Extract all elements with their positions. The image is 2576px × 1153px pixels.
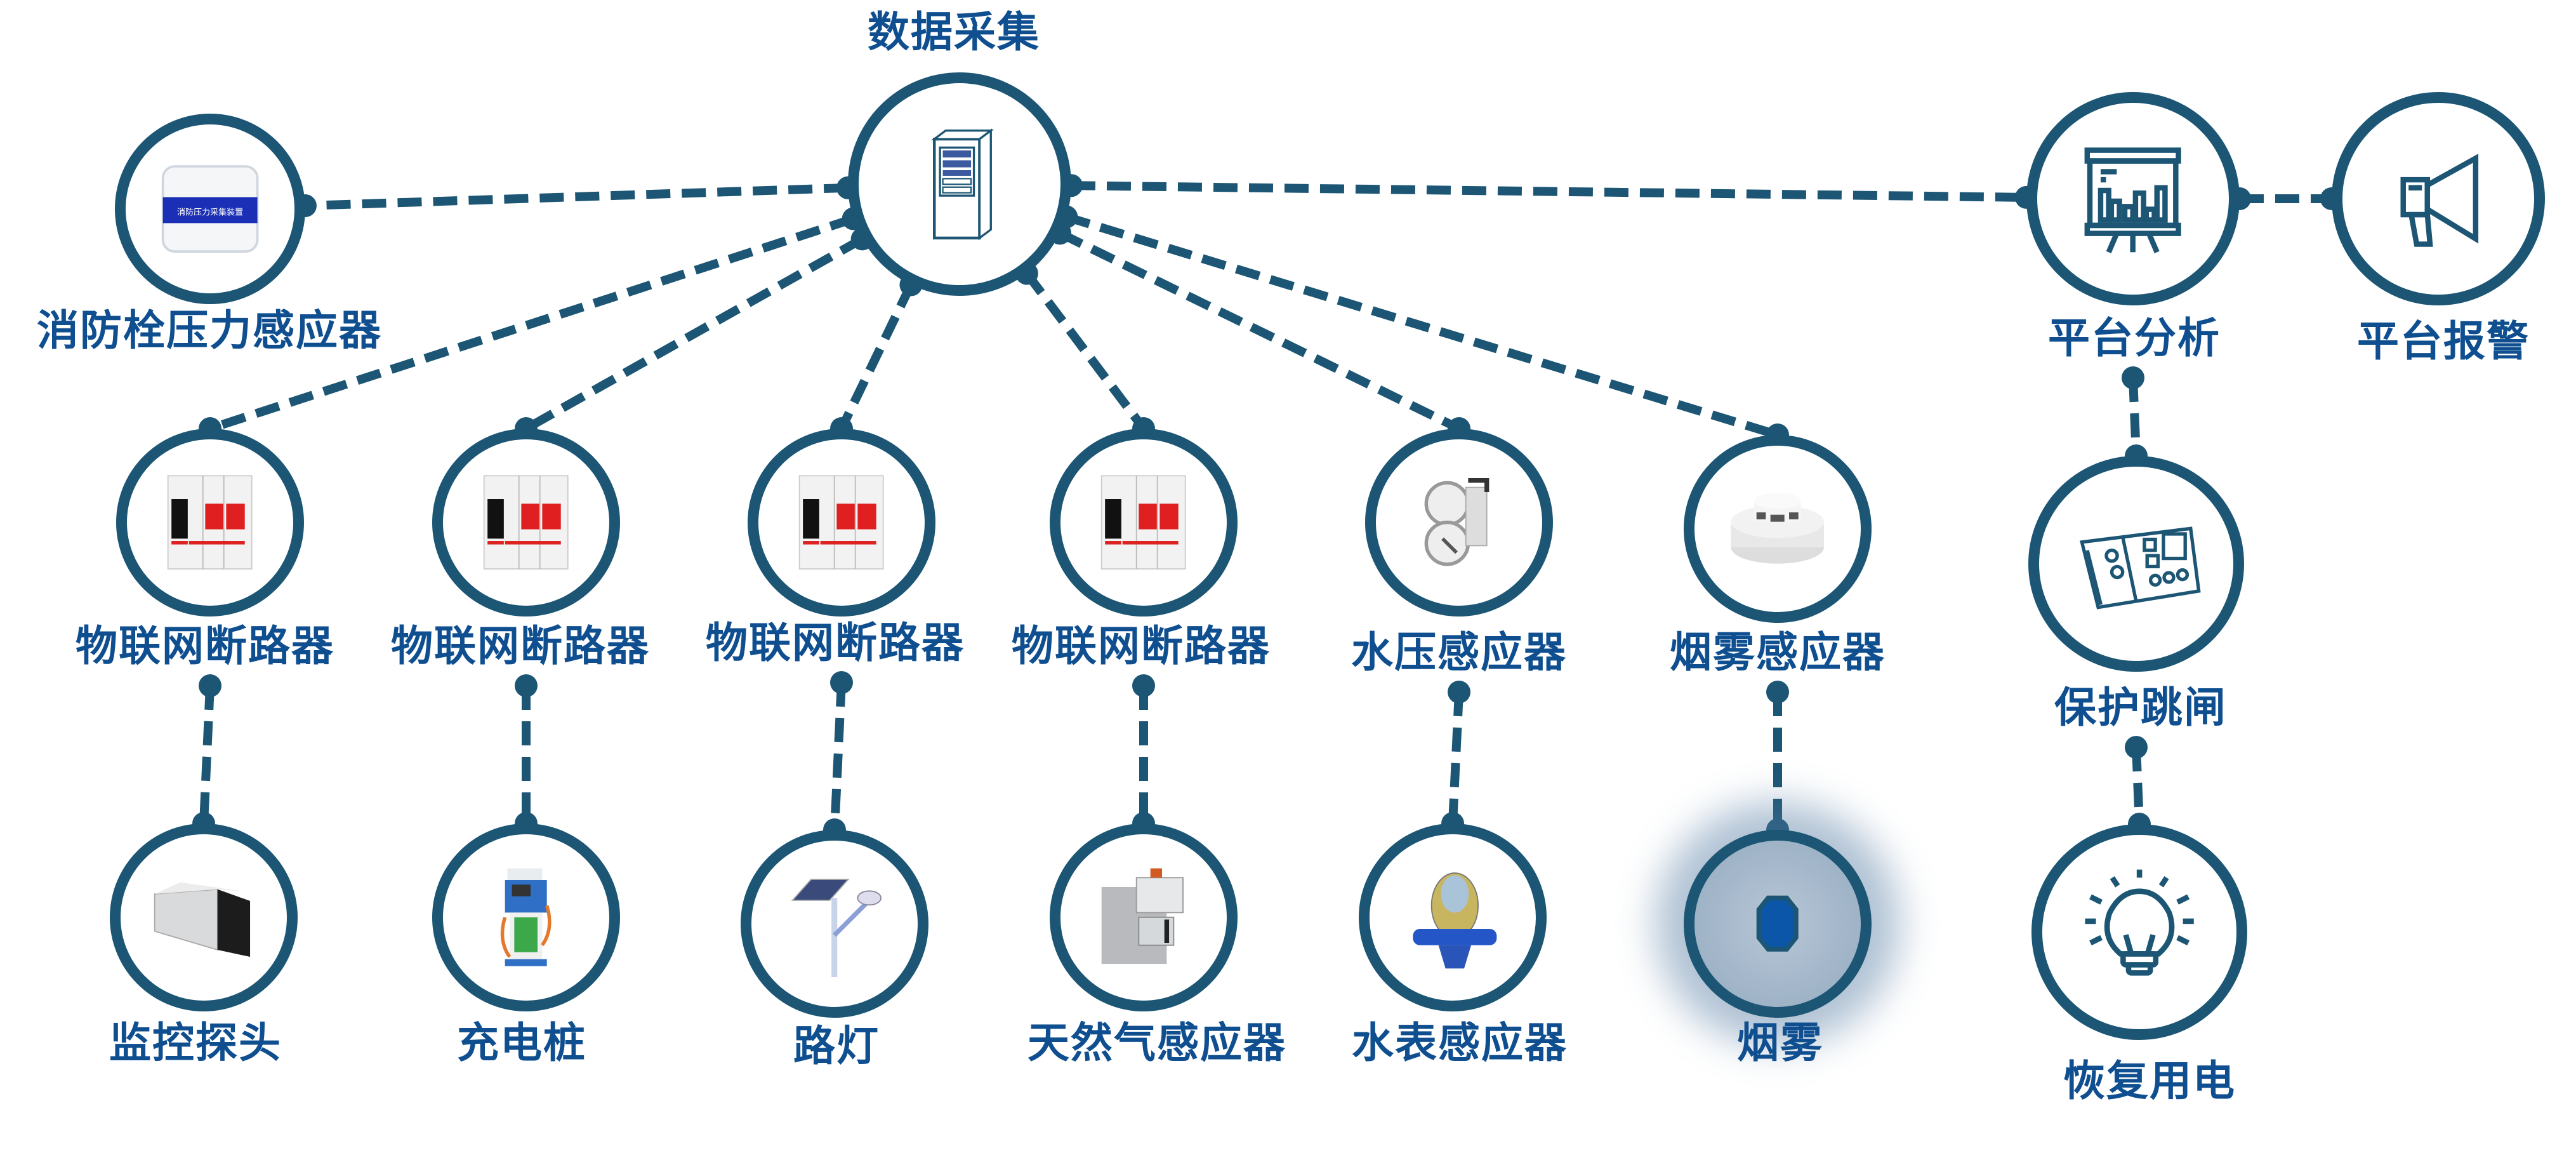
connector-data-collection-to-iot-breaker-2: [524, 235, 865, 433]
node-water-meter: [1359, 823, 1547, 1011]
connector-iot-breaker-3-to-streetlight: [830, 682, 846, 830]
connector-dot: [2122, 366, 2144, 389]
node-platform-analysis: [2026, 92, 2240, 305]
connector-dot: [2125, 736, 2148, 759]
gas-meter-icon: [1060, 834, 1227, 1001]
connector-protect-trip-to-restore-power: [2132, 747, 2144, 825]
label-streetlight: 路灯: [793, 1022, 880, 1070]
control-panel-icon: [2039, 467, 2233, 661]
circuit-breaker-icon: [443, 439, 609, 606]
label-protect-trip: 保护跳闸: [2054, 683, 2227, 732]
label-iot-breaker-2: 物联网断路器: [391, 622, 650, 670]
pressure-gauge-icon: [1376, 439, 1542, 606]
svg-text:消防压力采集装置: 消防压力采集装置: [177, 207, 243, 217]
label-iot-breaker-1: 物联网断路器: [76, 622, 334, 670]
connector-platform-analysis-to-protect-trip: [2129, 377, 2141, 457]
node-data-collection: [848, 72, 1071, 296]
label-water-pressure: 水压感应器: [1351, 628, 1567, 677]
connector-dot: [830, 671, 853, 694]
connector-data-collection-to-hydrant-pressure: [305, 183, 849, 211]
node-iot-breaker-4: [1050, 429, 1238, 616]
node-camera: [110, 823, 298, 1011]
label-platform-alarm: 平台报警: [2357, 317, 2530, 366]
node-smoke-sensor: [1684, 435, 1872, 623]
connector-data-collection-to-smoke-sensor: [1065, 212, 1780, 439]
label-smoke-sensor: 烟雾感应器: [1670, 628, 1886, 677]
label-restore-power: 恢复用电: [2063, 1056, 2236, 1105]
ev-charger-icon: [443, 834, 609, 1001]
smoke-detector-icon: [1694, 446, 1861, 612]
node-iot-breaker-1: [116, 429, 304, 616]
connector-iot-breaker-1-to-camera: [199, 685, 215, 824]
node-smoke: [1684, 830, 1872, 1018]
label-platform-analysis: 平台分析: [2048, 314, 2221, 363]
connector-data-collection-to-iot-breaker-1: [208, 214, 855, 433]
label-smoke: 烟雾: [1737, 1018, 1823, 1067]
megaphone-icon: [2342, 103, 2534, 295]
circuit-breaker-icon: [758, 439, 925, 606]
connector-data-collection-to-iot-breaker-3: [837, 283, 915, 431]
connector-water-pressure-to-water-meter: [1448, 691, 1463, 824]
connector-dot: [1132, 674, 1155, 697]
label-iot-breaker-3: 物联网断路器: [706, 618, 965, 667]
light-bulb-icon: [2042, 835, 2236, 1029]
label-hydrant-pressure: 消防栓压力感应器: [37, 306, 382, 355]
solar-street-light-icon: [751, 841, 918, 1007]
connector-dot: [1766, 681, 1789, 703]
circuit-breaker-icon: [1060, 439, 1227, 606]
presentation-chart-icon: [2037, 103, 2229, 295]
connector-data-collection-to-platform-analysis: [1071, 181, 2027, 202]
node-iot-breaker-2: [432, 429, 620, 616]
label-iot-breaker-4: 物联网断路器: [1012, 622, 1271, 670]
node-water-pressure: [1365, 429, 1553, 616]
node-protect-trip: [2028, 456, 2244, 672]
water-meter-icon: [1370, 834, 1536, 1001]
pressure-collector-device-icon: 消防压力采集装置: [126, 124, 294, 293]
node-streetlight: [741, 830, 928, 1018]
connector-dot: [515, 674, 538, 697]
node-gas-sensor: [1050, 823, 1238, 1011]
label-camera: 监控探头: [109, 1018, 282, 1067]
connector-dot: [1448, 681, 1470, 703]
connector-dot: [199, 674, 221, 697]
node-restore-power: [2031, 824, 2247, 1040]
surveillance-camera-icon: [121, 834, 287, 1001]
label-charger: 充电桩: [457, 1018, 586, 1067]
connector-data-collection-to-iot-breaker-4: [1023, 270, 1147, 432]
label-data-collection: 数据采集: [868, 8, 1040, 57]
server-cabinet-icon: [859, 83, 1060, 285]
connector-data-collection-to-water-pressure: [1058, 229, 1462, 433]
node-platform-alarm: [2332, 92, 2545, 305]
label-gas-sensor: 天然气感应器: [1027, 1018, 1286, 1067]
circuit-breaker-icon: [127, 439, 293, 606]
smoke-octagon-icon: [1694, 841, 1861, 1007]
node-hydrant-pressure: 消防压力采集装置: [115, 114, 305, 304]
label-water-meter: 水表感应器: [1352, 1018, 1568, 1067]
node-charger: [432, 823, 620, 1011]
node-iot-breaker-3: [748, 429, 935, 616]
